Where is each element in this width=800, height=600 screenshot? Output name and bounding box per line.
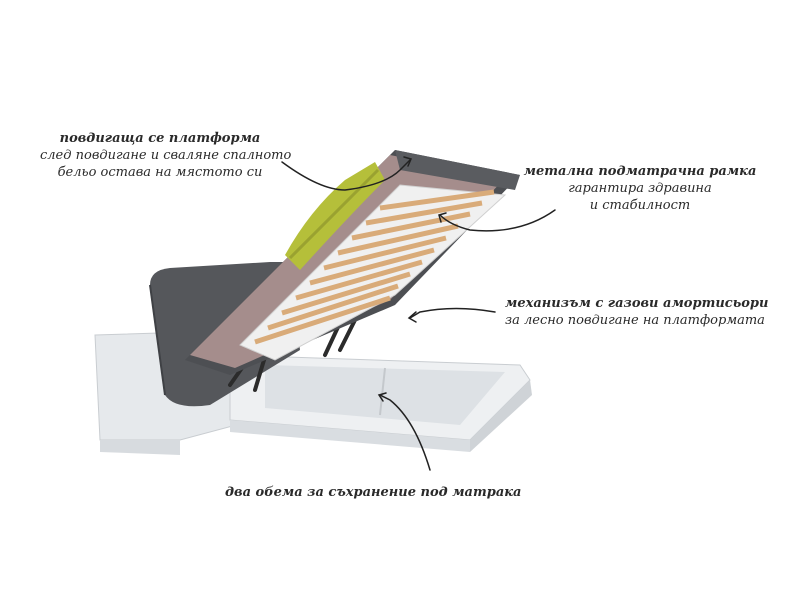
lifted-platform: [185, 150, 520, 375]
platform-title: повдигаща се платформа: [59, 131, 261, 146]
mechanism-annotation: механизъм с газови амортисьори за лесно …: [505, 295, 769, 329]
storage-title: два обема за съхранение под матрака: [225, 485, 522, 500]
storage-annotation: два обема за съхранение под матрака: [225, 484, 521, 501]
annotation-arrows: [281, 156, 556, 471]
frame-line1: гарантира здравина: [568, 181, 712, 196]
platform-annotation: повдигаща се платформа след повдигане и …: [40, 130, 292, 181]
frame-annotation: метална подматрачна рамка гарантира здра…: [520, 163, 760, 214]
frame-title: метална подматрачна рамка: [523, 164, 757, 179]
mechanism-line1: за лесно повдигане на платформата: [505, 313, 765, 328]
platform-line2: бельо остава на мястото си: [57, 165, 263, 180]
platform-line1: след повдигане и сваляне спалното: [40, 148, 292, 163]
frame-line2: и стабилност: [589, 198, 691, 213]
mechanism-title: механизъм с газови амортисьори: [505, 296, 769, 311]
yellow-throw: [285, 162, 385, 270]
